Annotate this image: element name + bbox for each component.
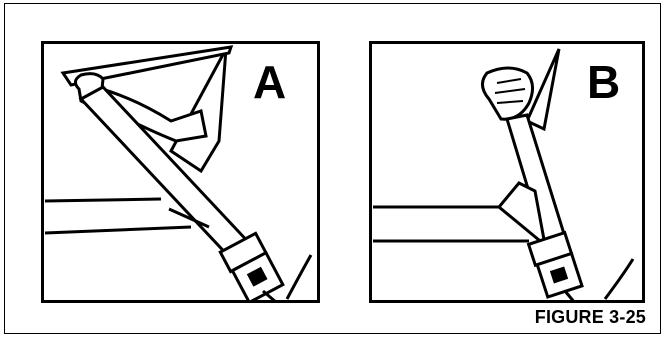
panel-a: A	[41, 41, 320, 303]
figure-caption: FIGURE 3-25	[535, 307, 646, 328]
figure-frame: A B FIGURE 3-25	[4, 3, 661, 334]
panel-b: B	[369, 41, 645, 303]
panel-label-b: B	[587, 59, 620, 105]
panel-label-a: A	[253, 59, 286, 105]
